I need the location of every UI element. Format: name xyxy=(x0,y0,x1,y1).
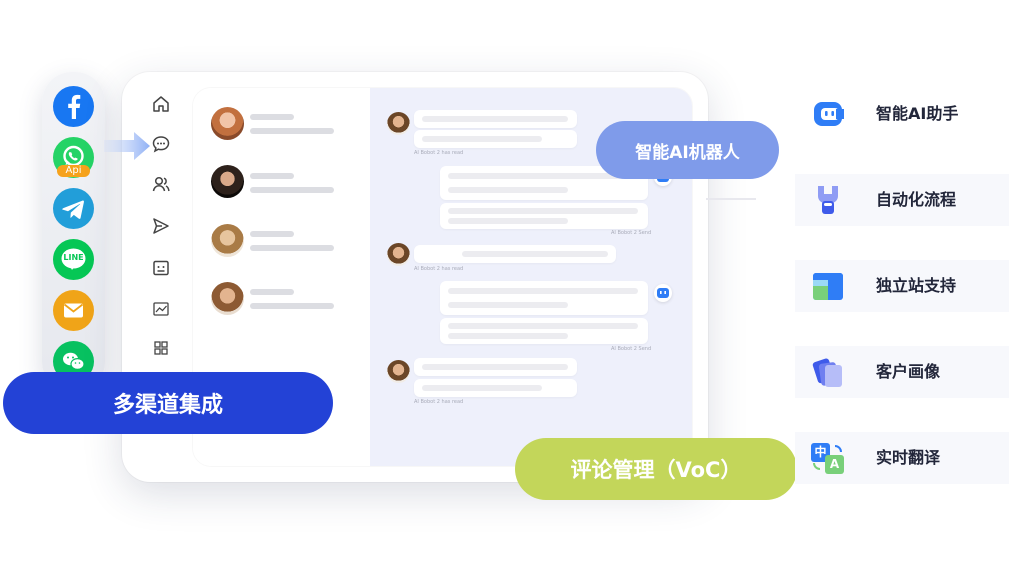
avatar xyxy=(387,360,410,383)
avatar xyxy=(387,112,410,135)
skeleton-line xyxy=(250,187,334,193)
skeleton-line xyxy=(250,303,334,309)
ai-robot-pill: 智能AI机器人 xyxy=(596,121,779,179)
avatar xyxy=(211,282,244,315)
chat-bubble xyxy=(440,281,648,315)
multichannel-pill: 多渠道集成 xyxy=(3,372,333,434)
bot-avatar-icon xyxy=(654,284,672,302)
channel-bar: Api LINE xyxy=(42,72,105,392)
chat-icon[interactable] xyxy=(151,134,171,154)
skeleton-line xyxy=(250,289,294,295)
avatar xyxy=(211,165,244,198)
chat-bubble xyxy=(440,166,648,200)
facebook-icon[interactable] xyxy=(53,86,94,127)
voc-pill: 评论管理（VoC） xyxy=(515,438,797,500)
api-tag: Api xyxy=(57,165,90,177)
read-receipt: AI Bobot 2 has read xyxy=(414,150,464,156)
skeleton-line xyxy=(250,173,294,179)
home-icon[interactable] xyxy=(151,94,171,114)
whatsapp-icon[interactable]: Api xyxy=(53,137,94,178)
feature-label: 自动化流程 xyxy=(876,190,957,209)
translate-icon: 中 A xyxy=(810,440,846,476)
email-icon[interactable] xyxy=(53,290,94,331)
chat-bubble xyxy=(440,318,648,344)
send-icon[interactable] xyxy=(151,216,171,236)
chat-bubble xyxy=(414,110,577,128)
line-label: LINE xyxy=(63,253,84,262)
chat-bubble xyxy=(414,245,616,263)
feature-automation[interactable]: 自动化流程 xyxy=(795,174,1009,226)
flow-arrow-icon xyxy=(104,132,150,160)
skeleton-line xyxy=(250,128,334,134)
users-icon[interactable] xyxy=(151,174,171,194)
feature-label: 智能AI助手 xyxy=(876,104,959,123)
connector-line xyxy=(706,198,756,200)
feature-customer-profile[interactable]: 客户画像 xyxy=(795,346,1009,398)
translate-en-glyph: A xyxy=(829,457,840,471)
website-icon xyxy=(810,268,846,304)
avatar xyxy=(211,224,244,257)
chat-bubble xyxy=(414,358,577,376)
apps-grid-icon[interactable] xyxy=(151,338,171,358)
automation-icon xyxy=(810,182,846,218)
line-icon[interactable]: LINE xyxy=(53,239,94,280)
chat-bubble xyxy=(414,130,577,148)
skeleton-line xyxy=(250,114,294,120)
read-receipt: AI Bobot 2 has read xyxy=(414,399,464,405)
feature-ai-assistant[interactable]: 智能AI助手 xyxy=(795,88,1009,140)
ai-assistant-icon xyxy=(810,96,846,132)
send-receipt: AI Bobot 2 Send xyxy=(611,346,652,352)
skeleton-line xyxy=(250,245,334,251)
chat-bubble xyxy=(414,379,577,397)
feature-label: 实时翻译 xyxy=(876,448,941,467)
translate-zh-glyph: 中 xyxy=(814,445,827,459)
customer-profile-icon xyxy=(810,354,846,390)
feature-label: 客户画像 xyxy=(876,362,941,381)
skeleton-line xyxy=(250,231,294,237)
feature-label: 独立站支持 xyxy=(876,276,957,295)
avatar xyxy=(211,107,244,140)
contacts-card-icon[interactable] xyxy=(151,258,171,278)
telegram-icon[interactable] xyxy=(53,188,94,229)
feature-translate[interactable]: 中 A 实时翻译 xyxy=(795,432,1009,484)
analytics-icon[interactable] xyxy=(151,299,171,319)
avatar xyxy=(387,243,410,266)
send-receipt: AI Bobot 2 Send xyxy=(611,230,652,236)
chat-area: AI Bobot 2 has read AI Bobot 2 Send AI B… xyxy=(370,88,692,466)
read-receipt: AI Bobot 2 has read xyxy=(414,266,464,272)
chat-bubble xyxy=(440,203,648,229)
feature-website[interactable]: 独立站支持 xyxy=(795,260,1009,312)
